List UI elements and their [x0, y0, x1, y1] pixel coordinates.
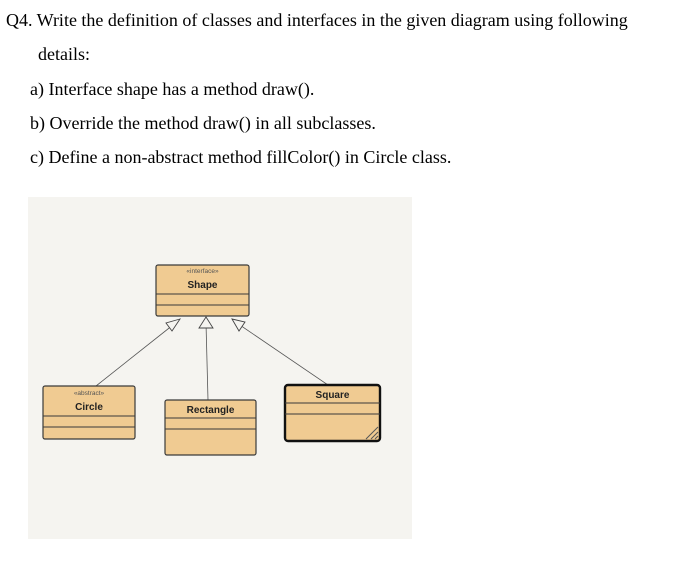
arrowhead-square	[231, 318, 246, 332]
question-item-b: b) Override the method draw() in all sub…	[30, 113, 376, 133]
square-class-box: Square	[283, 383, 382, 443]
question-item-a: a) Interface shape has a method draw().	[30, 79, 315, 99]
rectangle-class-box: Rectangle	[164, 399, 257, 456]
circle-class-box: «abstract» Circle	[42, 385, 136, 440]
question-details: details:	[38, 44, 90, 64]
rectangle-name: Rectangle	[187, 405, 235, 416]
connector-square-shape	[233, 320, 329, 386]
resize-grip-icon	[365, 426, 379, 440]
shape-interface-box: «interface» Shape	[155, 264, 250, 317]
circle-stereotype: «abstract»	[74, 390, 105, 397]
connector-rectangle-shape	[205, 322, 209, 401]
question-title: Q4. Write the definition of classes and …	[6, 10, 628, 30]
shape-stereotype: «interface»	[186, 268, 219, 275]
circle-name: Circle	[75, 402, 103, 413]
shape-name: Shape	[187, 280, 217, 291]
question-item-c: c) Define a non-abstract method fillColo…	[30, 147, 452, 167]
uml-diagram: «interface» Shape «abstract» Circle Rect…	[28, 197, 412, 539]
uml-diagram-canvas: «interface» Shape «abstract» Circle Rect…	[42, 264, 382, 456]
connector-circle-shape	[95, 320, 179, 387]
arrowhead-circle	[165, 318, 182, 332]
square-name: Square	[316, 390, 350, 401]
arrowhead-rectangle	[198, 316, 214, 329]
